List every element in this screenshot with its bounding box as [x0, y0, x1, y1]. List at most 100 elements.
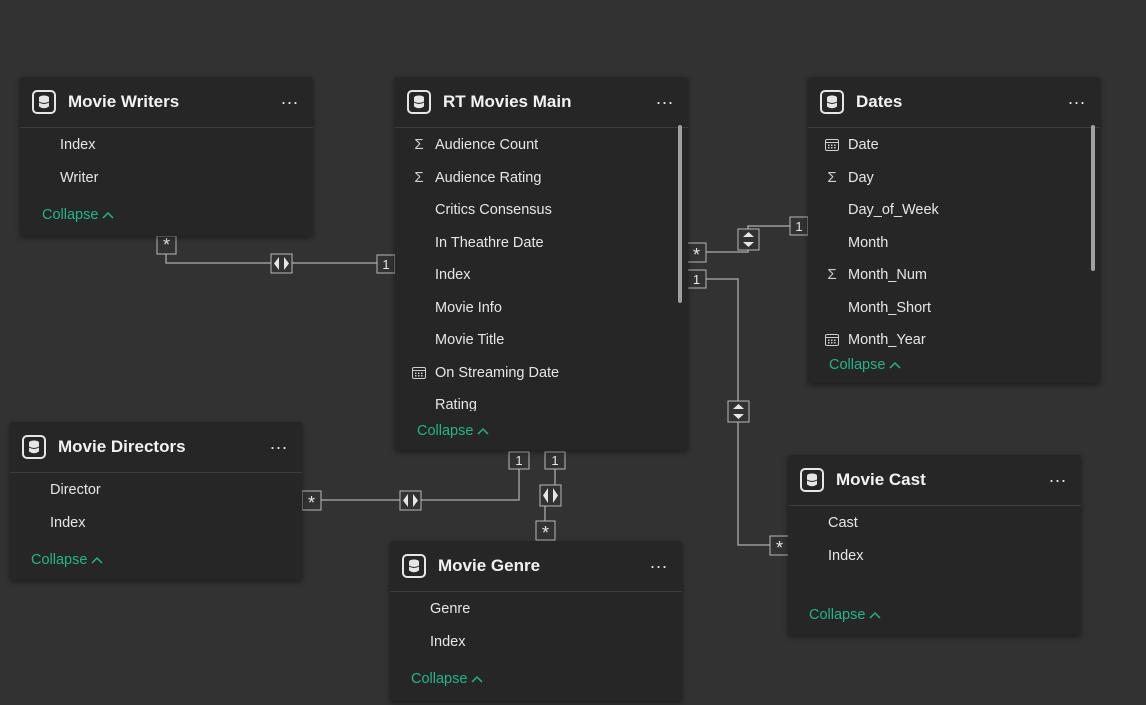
scrollbar[interactable]	[1091, 125, 1095, 271]
svg-text:*: *	[163, 235, 170, 255]
cross-filter-both-marker[interactable]	[727, 400, 750, 423]
collapse-button[interactable]: Collapse	[417, 423, 489, 439]
field-name: Date	[848, 137, 879, 153]
field-name: Month_Year	[848, 332, 926, 348]
svg-text:1: 1	[382, 257, 389, 272]
collapse-button[interactable]: Collapse	[31, 552, 103, 568]
field-name: Writer	[60, 169, 99, 186]
table-title: Dates	[856, 92, 903, 111]
field-item[interactable]: Date	[808, 129, 1088, 162]
table-header[interactable]: Movie Writers ...	[20, 77, 313, 128]
cardinality-one-marker: 1	[789, 216, 809, 236]
table-header[interactable]: Movie Cast ...	[788, 455, 1081, 506]
field-name: Day	[848, 169, 874, 186]
field-name: Audience Rating	[435, 169, 542, 186]
sigma-icon: Σ	[827, 168, 837, 186]
field-item[interactable]: Movie Title	[395, 324, 676, 357]
field-name: Index	[430, 633, 466, 650]
svg-text:1: 1	[515, 453, 522, 468]
cardinality-many-marker: *	[686, 242, 707, 265]
table-card-movie-cast[interactable]: Movie Cast ... Cast Index Collapse	[788, 455, 1081, 635]
field-list: Cast Index	[788, 507, 1069, 572]
field-item[interactable]: Month_Year	[808, 324, 1088, 351]
cardinality-one-marker: 1	[508, 451, 530, 470]
field-item[interactable]: Rating	[395, 389, 676, 411]
collapse-button[interactable]: Collapse	[809, 607, 881, 623]
table-header[interactable]: RT Movies Main ...	[395, 77, 688, 128]
field-item[interactable]: Month	[808, 227, 1088, 260]
svg-text:*: *	[776, 538, 783, 558]
chevron-up-icon	[91, 553, 103, 567]
collapse-button[interactable]: Collapse	[411, 671, 483, 687]
field-name: Index	[828, 547, 864, 564]
field-list: Genre Index	[390, 593, 670, 658]
database-icon	[32, 90, 56, 114]
field-name: Movie Info	[435, 299, 502, 316]
chevron-up-icon	[889, 358, 901, 372]
table-header[interactable]: Movie Directors ...	[10, 422, 302, 473]
field-item[interactable]: Critics Consensus	[395, 194, 676, 227]
field-name: Rating	[435, 397, 477, 411]
table-header[interactable]: Dates ...	[808, 77, 1100, 128]
field-name: On Streaming Date	[435, 364, 560, 381]
more-options-button[interactable]: ...	[1048, 466, 1067, 486]
field-item[interactable]: Index	[10, 507, 290, 540]
more-options-button[interactable]: ...	[280, 88, 299, 108]
cross-filter-both-marker[interactable]	[737, 228, 760, 251]
table-header[interactable]: Movie Genre ...	[390, 541, 682, 592]
collapse-label: Collapse	[829, 357, 886, 373]
collapse-label: Collapse	[42, 207, 99, 223]
more-options-button[interactable]: ...	[1067, 88, 1086, 108]
field-item[interactable]: Month_Short	[808, 292, 1088, 325]
field-item[interactable]: Movie Info	[395, 292, 676, 325]
table-title: RT Movies Main	[443, 92, 572, 111]
table-card-movie-directors[interactable]: Movie Directors ... Director Index Colla…	[10, 422, 302, 580]
field-item[interactable]: Index	[20, 129, 301, 162]
field-name: Cast	[828, 515, 858, 531]
collapse-button[interactable]: Collapse	[829, 357, 901, 373]
field-item[interactable]: Day_of_Week	[808, 194, 1088, 227]
collapse-button[interactable]: Collapse	[42, 207, 114, 223]
svg-text:*: *	[308, 493, 315, 513]
scrollbar[interactable]	[678, 125, 682, 303]
field-list: Index Writer	[20, 129, 301, 194]
cardinality-many-marker: *	[535, 520, 556, 543]
chevron-up-icon	[477, 424, 489, 438]
table-card-movie-writers[interactable]: Movie Writers ... Index Writer Collapse	[20, 77, 313, 236]
cross-filter-both-marker[interactable]	[539, 484, 562, 507]
field-item[interactable]: Genre	[390, 593, 670, 626]
field-item[interactable]: Index	[788, 540, 1069, 573]
more-options-button[interactable]: ...	[655, 88, 674, 108]
field-item[interactable]: Index	[390, 626, 670, 659]
cardinality-many-marker: *	[769, 535, 790, 558]
field-item[interactable]: Index	[395, 259, 676, 292]
chevron-up-icon	[471, 672, 483, 686]
svg-text:*: *	[693, 245, 700, 265]
cross-filter-both-marker[interactable]	[270, 253, 293, 274]
more-options-button[interactable]: ...	[269, 433, 288, 453]
cardinality-one-marker: 1	[686, 269, 707, 289]
field-item[interactable]: Director	[10, 474, 290, 507]
field-item[interactable]: Writer	[20, 162, 301, 195]
field-name: Month_Short	[848, 299, 932, 316]
cross-filter-both-marker[interactable]	[399, 490, 422, 511]
field-item[interactable]: Cast	[788, 507, 1069, 540]
svg-text:1: 1	[693, 272, 700, 287]
field-name: Index	[435, 267, 471, 283]
field-item[interactable]: In Theathre Date	[395, 227, 676, 260]
more-options-button[interactable]: ...	[649, 552, 668, 572]
field-item[interactable]: Σ Day	[808, 162, 1088, 195]
table-card-movie-genre[interactable]: Movie Genre ... Genre Index Collapse	[390, 541, 682, 701]
field-name: Genre	[430, 601, 471, 617]
field-item[interactable]: On Streaming Date	[395, 357, 676, 390]
field-name: Movie Title	[435, 332, 505, 348]
database-icon	[407, 90, 431, 114]
table-title: Movie Writers	[68, 92, 180, 111]
